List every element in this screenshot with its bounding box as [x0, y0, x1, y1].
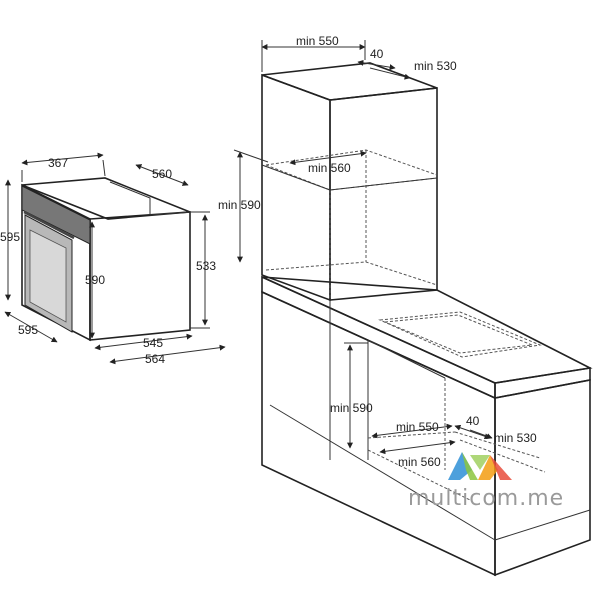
multicom-logo — [448, 452, 512, 480]
oven-dimensions: 367 560 595 590 533 595 545 564 — [0, 152, 226, 366]
oven-bottom-depth-outer-label: 564 — [145, 352, 165, 366]
oven-height-left-label: 595 — [0, 230, 20, 244]
oven-height-side-label: 533 — [196, 259, 216, 273]
oven-width-front-label: 595 — [18, 323, 38, 337]
upper-niche-depth-label: min 530 — [414, 59, 457, 73]
lower-niche-inner-width-label: min 560 — [398, 455, 441, 469]
upper-niche-inner-width-label: min 560 — [308, 161, 351, 175]
upper-niche-width-label: min 550 — [296, 34, 339, 48]
oven-drawing — [21, 177, 191, 342]
oven-bottom-depth-inner-label: 545 — [143, 336, 163, 350]
lower-niche-gap-label: 40 — [466, 414, 480, 428]
lower-niche-depth-label: min 530 — [494, 431, 537, 445]
lower-niche-width-label: min 550 — [396, 420, 439, 434]
upper-cabinet — [261, 62, 438, 302]
watermark-text: multicom.me — [408, 486, 564, 511]
upper-niche-dimensions: min 550 40 min 530 min 560 min 590 — [218, 34, 457, 263]
oven-depth-top-label: 367 — [48, 156, 68, 170]
oven-height-front-label: 590 — [85, 273, 105, 287]
lower-niche-height-label: min 590 — [330, 401, 373, 415]
oven-side-depth-label: 560 — [152, 167, 172, 181]
upper-niche-height-label: min 590 — [218, 198, 261, 212]
upper-niche-gap-label: 40 — [370, 47, 384, 61]
lower-niche-dimensions: min 590 min 550 40 min 530 min 560 — [330, 342, 537, 469]
base-cabinet — [261, 275, 593, 577]
